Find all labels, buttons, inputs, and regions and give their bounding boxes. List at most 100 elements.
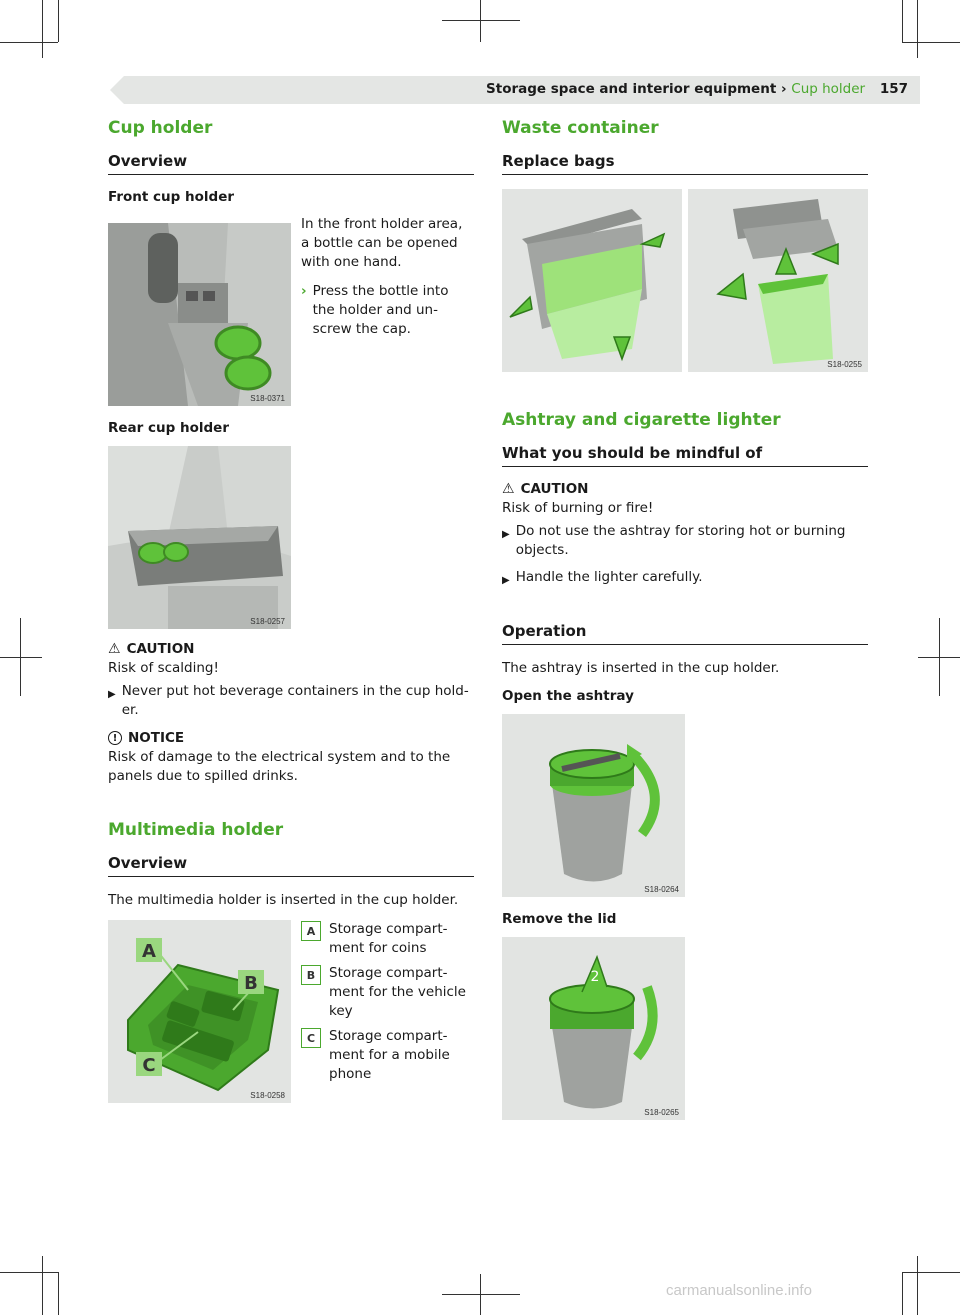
- caution-label: CAUTION: [126, 641, 195, 657]
- left-column: Cup holder Overview Front cup holder S18…: [108, 118, 474, 1103]
- caution-bullet-text: Do not use the ashtray for storing hot o…: [515, 523, 846, 558]
- page-number: 157: [879, 81, 908, 97]
- waste-container-image-1: [502, 189, 682, 372]
- crop-mark: [58, 1272, 59, 1315]
- info-circle-icon: !: [108, 731, 122, 745]
- instruction-step: › Press the bottle into the holder and u…: [301, 282, 474, 339]
- ashtray-caution-box: ⚠ CAUTION Risk of burning or fire! ▶ Do …: [502, 481, 868, 590]
- image-code: S18-0257: [250, 617, 285, 626]
- header-band: [110, 76, 920, 104]
- open-ashtray-illustration: [502, 714, 685, 897]
- rear-cup-holder-illustration: [108, 446, 291, 629]
- crop-mark: [58, 0, 59, 42]
- legend-item-a: A Storage compart-ment for coins: [301, 920, 474, 958]
- crop-mark: [917, 1256, 918, 1315]
- caution-bullet-text: Never put hot beverage containers in the…: [121, 683, 469, 718]
- open-ashtray-title: Open the ashtray: [502, 688, 634, 704]
- crop-mark: [42, 1256, 43, 1315]
- open-ashtray-image: S18-0264: [502, 714, 685, 897]
- triangle-bullet-icon: ▶: [502, 575, 510, 586]
- caution-box: ⚠ CAUTION Risk of scalding! ▶ Never put …: [108, 641, 474, 720]
- section-title-waste-container: Waste container: [502, 118, 659, 138]
- caution-heading: ⚠ CAUTION: [502, 481, 868, 497]
- front-cup-holder-description: In the front holder area, a bottle can b…: [301, 215, 474, 406]
- waste-container-illustration-1: [502, 189, 682, 372]
- legend-text: Storage compart-ment for the vehicle key: [329, 965, 466, 1019]
- step-2-label: 2: [591, 969, 600, 985]
- image-code: S18-0265: [644, 1108, 679, 1117]
- waste-container-illustration-2: [688, 189, 868, 372]
- triangle-bullet-icon: ▶: [502, 529, 510, 540]
- caution-bullet: ▶ Never put hot beverage containers in t…: [108, 682, 474, 720]
- subsection-replace-bags: Replace bags: [502, 152, 868, 175]
- legend-text: Storage compart-ment for coins: [329, 921, 448, 956]
- notice-box: ! NOTICE Risk of damage to the electrica…: [108, 730, 474, 786]
- notice-heading: ! NOTICE: [108, 730, 474, 746]
- multimedia-holder-illustration: A B C: [108, 920, 291, 1103]
- notice-text: Risk of damage to the electrical system …: [108, 749, 451, 784]
- breadcrumb-parent[interactable]: Storage space and interior equipment: [486, 81, 777, 97]
- caution-bullet: ▶ Do not use the ashtray for storing hot…: [502, 522, 868, 560]
- subsection-mindful: What you should be mindful of: [502, 444, 868, 467]
- right-column: Waste container Replace bags: [502, 118, 868, 1120]
- crop-mark: [902, 1272, 903, 1315]
- crop-mark: [918, 657, 960, 658]
- section-title-cup-holder: Cup holder: [108, 118, 213, 138]
- multimedia-intro: The multimedia holder is inserted in the…: [108, 892, 459, 908]
- warning-triangle-icon: ⚠: [502, 481, 515, 497]
- callout-c: C: [142, 1055, 155, 1076]
- legend-tag: C: [301, 1028, 321, 1048]
- crop-mark: [0, 1272, 58, 1273]
- legend-item-b: B Storage compart-ment for the vehicle k…: [301, 964, 474, 1021]
- legend-item-c: C Storage compart-ment for a mobile phon…: [301, 1027, 474, 1084]
- chevron-right-icon: ›: [301, 283, 307, 299]
- crop-mark: [42, 0, 43, 58]
- crop-mark: [0, 42, 58, 43]
- caution-bullet: ▶ Handle the lighter carefully.: [502, 568, 868, 590]
- image-code: S18-0264: [644, 885, 679, 894]
- legend-text: Storage compart-ment for a mobile phone: [329, 1028, 450, 1082]
- remove-lid-illustration: 2: [502, 937, 685, 1120]
- remove-lid-title: Remove the lid: [502, 911, 617, 927]
- crop-mark: [442, 20, 520, 21]
- image-code: S18-0371: [250, 394, 285, 403]
- breadcrumb-separator: ›: [780, 81, 787, 97]
- triangle-bullet-icon: ▶: [108, 689, 116, 700]
- waste-container-image-2: S18-0255: [688, 189, 868, 372]
- caution-label: CAUTION: [520, 481, 589, 497]
- remove-lid-image: 2 S18-0265: [502, 937, 685, 1120]
- warning-triangle-icon: ⚠: [108, 641, 121, 657]
- front-cup-holder-title: Front cup holder: [108, 189, 235, 205]
- front-cup-holder-text: In the front holder area, a bottle can b…: [301, 216, 463, 270]
- subsection-operation: Operation: [502, 622, 868, 645]
- notice-label: NOTICE: [128, 730, 185, 746]
- multimedia-holder-image: A B C S18-0258: [108, 920, 291, 1103]
- callout-a: A: [142, 941, 156, 962]
- front-cup-holder-image: S18-0371: [108, 223, 291, 406]
- crop-mark: [902, 0, 903, 42]
- legend-tag: A: [301, 921, 321, 941]
- caution-bullet-text: Handle the lighter carefully.: [515, 569, 703, 585]
- caution-heading: ⚠ CAUTION: [108, 641, 474, 657]
- operation-text: The ashtray is inserted in the cup holde…: [502, 660, 780, 676]
- crop-mark: [917, 0, 918, 58]
- subsection-overview-multimedia: Overview: [108, 854, 474, 877]
- section-title-ashtray: Ashtray and cigarette lighter: [502, 410, 781, 430]
- front-cup-holder-illustration: [108, 223, 291, 406]
- multimedia-figure-row: A B C S18-0258 A Storage compart-ment fo…: [108, 920, 474, 1103]
- multimedia-legend: A Storage compart-ment for coins B Stora…: [301, 920, 474, 1103]
- caution-text: Risk of burning or fire!: [502, 500, 654, 516]
- rear-cup-holder-image: S18-0257: [108, 446, 291, 629]
- crop-mark: [902, 1272, 960, 1273]
- breadcrumb: Storage space and interior equipment › C…: [486, 81, 908, 97]
- crop-mark: [0, 657, 42, 658]
- subsection-overview: Overview: [108, 152, 474, 175]
- crop-mark: [442, 1294, 520, 1295]
- image-code: S18-0258: [250, 1091, 285, 1100]
- caution-text: Risk of scalding!: [108, 660, 219, 676]
- callout-b: B: [244, 973, 258, 994]
- legend-tag: B: [301, 965, 321, 985]
- front-cup-holder-figure-row: S18-0371 In the front holder area, a bot…: [108, 215, 474, 406]
- image-code: S18-0255: [827, 360, 862, 369]
- breadcrumb-current[interactable]: Cup holder: [791, 81, 866, 97]
